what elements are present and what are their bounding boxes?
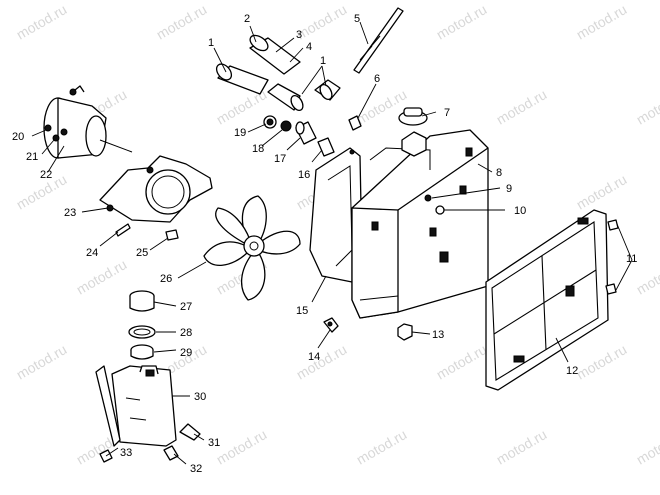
bolt-part-9 — [424, 194, 432, 202]
drain-plug-part-13 — [397, 323, 413, 341]
callout-19: 19 — [234, 127, 246, 139]
callout-6: 6 — [374, 73, 380, 85]
watermark-text: motod.ru — [214, 426, 270, 467]
washer-part-18 — [280, 120, 292, 132]
watermark-text: motod.ru — [74, 256, 130, 297]
nut-part-19 — [263, 115, 277, 129]
watermark-text: motod.ru — [294, 341, 350, 382]
callout-4: 4 — [306, 41, 312, 53]
watermark-text: motod.ru — [14, 1, 70, 42]
callout-5: 5 — [354, 13, 360, 25]
callout-18: 18 — [252, 143, 264, 155]
radiator-cap-part-7 — [398, 107, 428, 126]
hose-elbow-part-1 — [267, 83, 304, 112]
callout-11: 11 — [626, 253, 637, 265]
callout-20: 20 — [12, 131, 24, 143]
callout-29: 29 — [180, 347, 192, 359]
filler-neck-part-29 — [130, 344, 154, 360]
leader-lines — [31, 21, 569, 465]
callout-28: 28 — [180, 327, 192, 339]
callout-17: 17 — [274, 153, 286, 165]
callout-33: 33 — [120, 447, 132, 459]
gasket-part-28 — [128, 325, 156, 339]
callout-8: 8 — [496, 167, 502, 179]
bolt-part-14 — [323, 317, 339, 333]
callout-30: 30 — [194, 391, 206, 403]
hose-part-31 — [179, 423, 201, 441]
watermark-text: motod.ru — [574, 341, 630, 382]
radiator-part-8 — [351, 129, 489, 319]
callout-15: 15 — [296, 305, 308, 317]
watermark-text: motod.ru — [634, 426, 660, 467]
hose-upper-part-2 — [249, 34, 301, 75]
reservoir-cap-part-27 — [129, 290, 155, 312]
washer-part-10 — [435, 205, 445, 215]
bolt-part-24 — [115, 223, 131, 237]
callout-2: 2 — [244, 13, 250, 25]
callout-1-left: 1 — [208, 37, 214, 49]
hose-clamp-part-1 — [314, 79, 341, 101]
callout-labels: 1 2 3 4 1 5 6 7 8 9 10 11 12 13 14 15 16… — [12, 13, 637, 475]
clip-part-6 — [348, 115, 362, 131]
callout-22: 22 — [40, 169, 52, 181]
fasteners-part-11 — [605, 219, 633, 295]
callout-24: 24 — [86, 247, 98, 259]
fan-bracket-part-23 — [99, 155, 213, 223]
watermark-text: motod.ru — [434, 1, 490, 42]
motor-terminals-part-20-21 — [44, 124, 68, 142]
callout-9: 9 — [506, 183, 512, 195]
callout-23: 23 — [64, 207, 76, 219]
callout-31: 31 — [208, 437, 220, 449]
watermark-text: motod.ru — [634, 86, 660, 127]
watermark-text: motod.ru — [14, 341, 70, 382]
callout-12: 12 — [566, 365, 578, 377]
hose-lower-part-1 — [215, 63, 269, 95]
callout-25: 25 — [136, 247, 148, 259]
callout-13: 13 — [432, 329, 444, 341]
fan-motor-part-22 — [43, 85, 133, 159]
callout-32: 32 — [190, 463, 202, 475]
callout-10: 10 — [514, 205, 526, 217]
callout-14: 14 — [308, 351, 320, 363]
callout-21: 21 — [26, 151, 38, 163]
watermark-text: motod.ru — [354, 426, 410, 467]
callout-26: 26 — [160, 273, 172, 285]
fan-blade-part-26 — [203, 195, 301, 301]
watermark-text: motod.ru — [494, 86, 550, 127]
reservoir-bracket-part-30b — [95, 365, 121, 447]
grille-screen-part-12 — [485, 209, 609, 391]
watermark-text: motod.ru — [634, 256, 660, 297]
callout-3: 3 — [296, 29, 302, 41]
watermark-text: motod.ru — [574, 1, 630, 42]
callout-7: 7 — [444, 107, 450, 119]
watermark-text: motod.ru — [434, 341, 490, 382]
fitting-part-17 — [295, 121, 317, 145]
watermark-text: motod.ru — [574, 171, 630, 212]
clamp-part-32 — [163, 445, 179, 461]
screw-part-25 — [165, 229, 179, 241]
watermark-text: motod.ru — [154, 1, 210, 42]
callout-1-right: 1 — [320, 55, 326, 67]
reservoir-tank-part-30 — [111, 365, 177, 447]
watermark-text: motod.ru — [494, 426, 550, 467]
callout-16: 16 — [298, 169, 310, 181]
fitting-part-16 — [317, 137, 335, 157]
temperature-sensor-part-5 — [353, 7, 404, 74]
callout-27: 27 — [180, 301, 192, 313]
